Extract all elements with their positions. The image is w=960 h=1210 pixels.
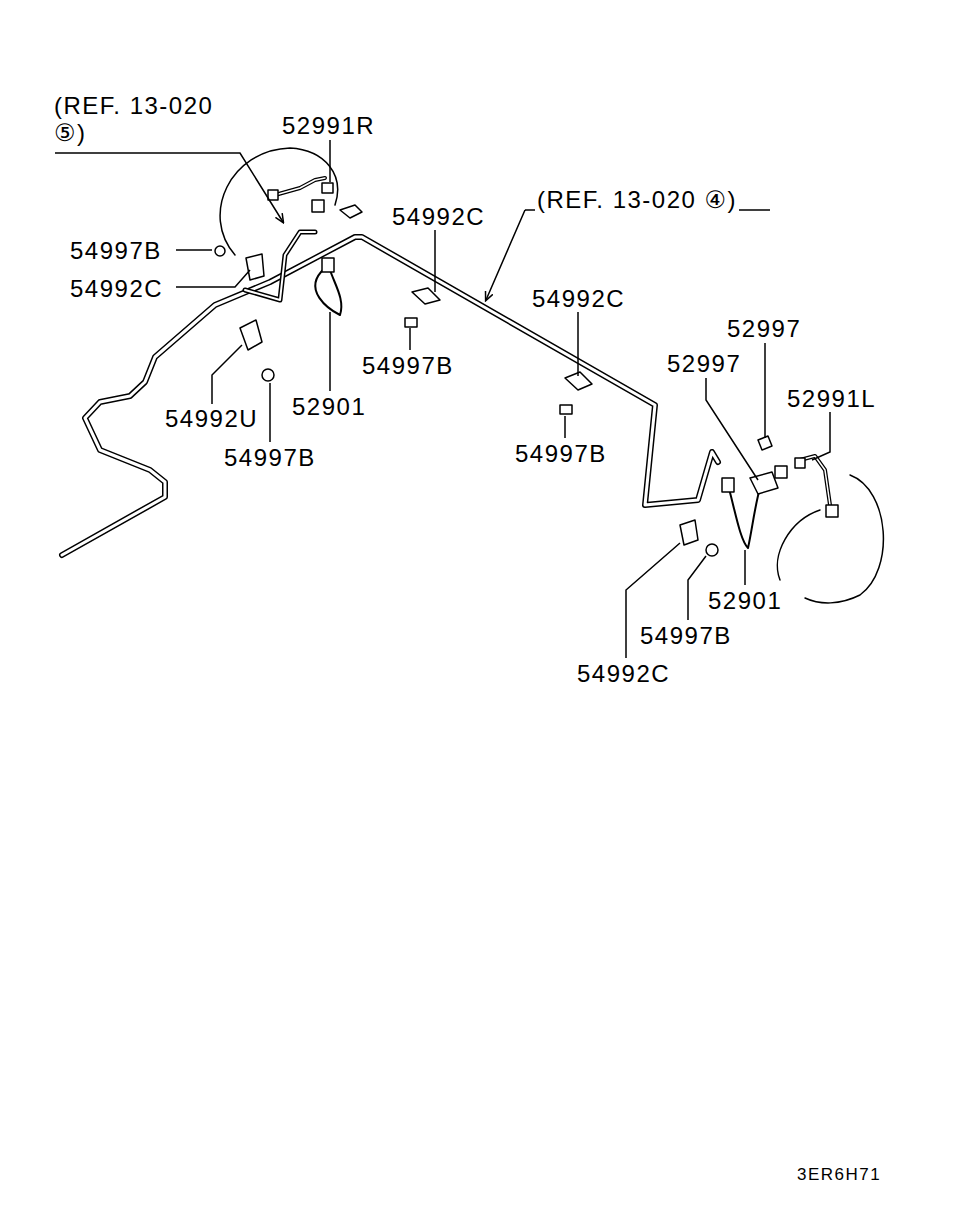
callout-number: 52901 bbox=[706, 587, 784, 614]
callout-number: 52997 bbox=[725, 315, 803, 342]
callout-number: 54997B bbox=[68, 237, 164, 264]
callout-number: (REF. 13-020 ④) bbox=[535, 186, 739, 213]
callout-number: 54992C bbox=[530, 285, 627, 312]
callout-number: 54997B bbox=[360, 352, 456, 379]
callout-number: 54992U bbox=[163, 405, 260, 432]
callout-number: 54997B bbox=[638, 622, 734, 649]
callout-number: 54992C bbox=[68, 275, 165, 302]
figure-code: 3ER6H71 bbox=[795, 1165, 883, 1185]
callout-number: 54997B bbox=[513, 440, 609, 467]
callout-number: 52991R bbox=[280, 112, 377, 139]
callout-number: 52901 bbox=[290, 393, 368, 420]
callout-number: 54992C bbox=[575, 660, 672, 687]
callout-number: 54992C bbox=[390, 203, 487, 230]
callout-number: 52997 bbox=[665, 350, 743, 377]
callout-number: (REF. 13-020 ⑤) bbox=[52, 92, 224, 146]
callout-number: 54997B bbox=[222, 444, 318, 471]
callout-number: 52991L bbox=[785, 385, 878, 412]
